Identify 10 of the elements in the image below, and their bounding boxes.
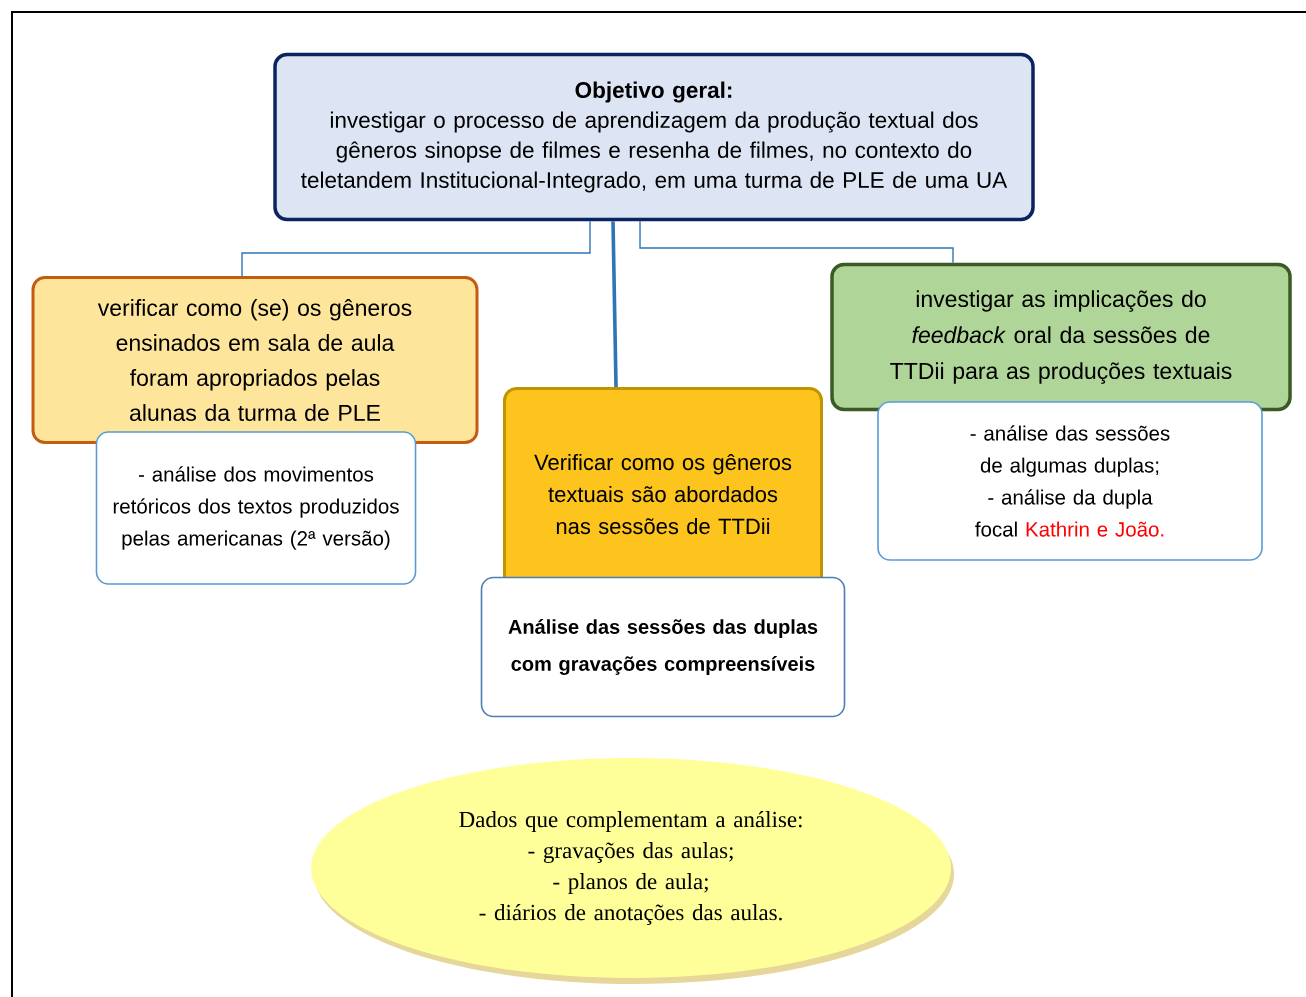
objective-box: Objetivo geral: investigar o processo de aprendizagem da produção textual dos gêneros sinopse de filmes e resenha de filmes, no contexto do teletandem Institucional-Integrado, em uma turma de PLE de uma UA bbox=[273, 52, 1035, 222]
objective-box: investigar as implicações do feedback oral da sessões de TTDii para as produções textuais bbox=[830, 262, 1292, 412]
objective-box: verificar como (se) os gêneros ensinados em sala de aula foram apropriados pelas alunas da turma de PLE bbox=[31, 276, 479, 444]
connector-line bbox=[241, 220, 591, 277]
connector-line bbox=[639, 220, 954, 264]
analysis-box: Análise das sessões das duplas com gravações compreensíveis bbox=[480, 576, 846, 718]
analysis-box: - análise dos movimentos retóricos dos textos produzidos pelas americanas (2ª versão) bbox=[95, 431, 417, 585]
connector-line bbox=[611, 221, 618, 388]
objective-box: Verificar como os gêneros textuais são abordados nas sessões de TTDii bbox=[503, 387, 823, 601]
analysis-box: - análise das sessões de algumas duplas; - análise da dupla focal Kathrin e João. bbox=[877, 401, 1263, 561]
